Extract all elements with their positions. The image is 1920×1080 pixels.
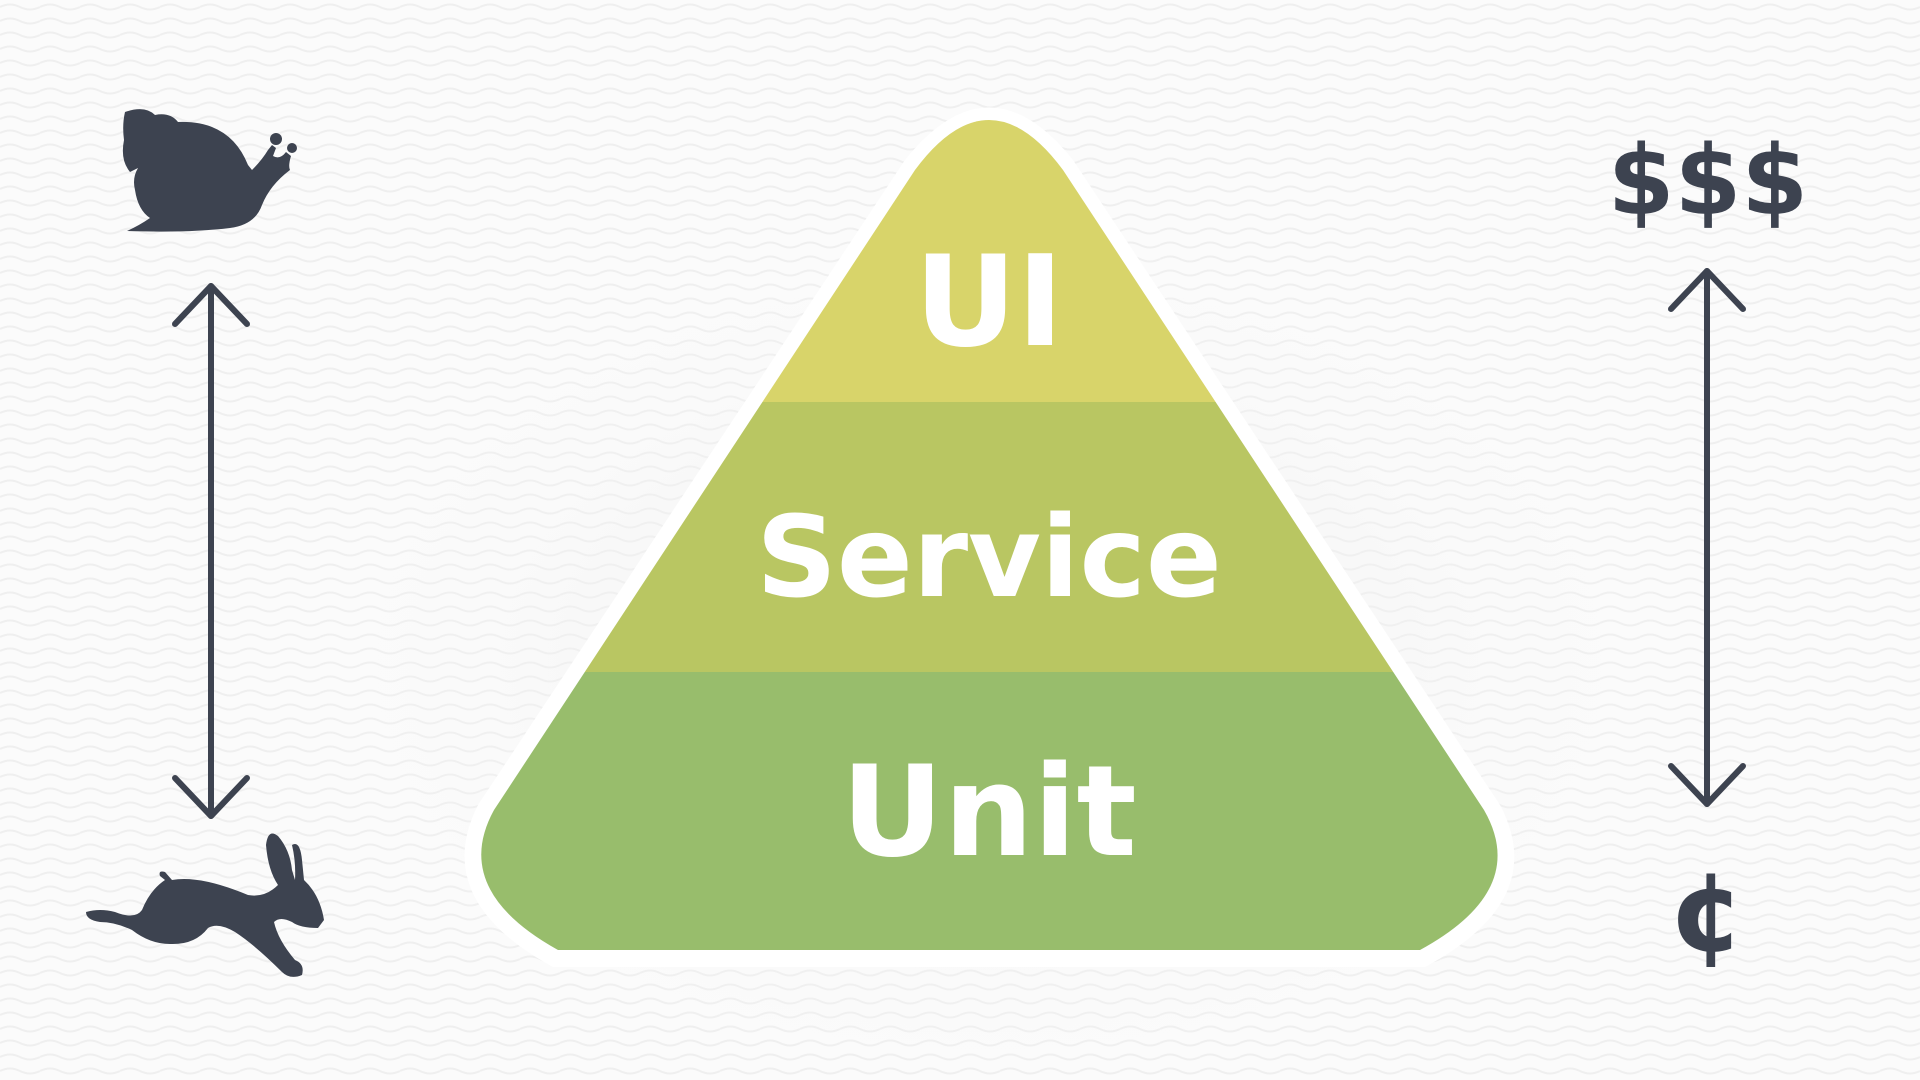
- snail-icon: [122, 109, 297, 232]
- cost-arrow: [1668, 268, 1746, 807]
- cheap-label: ¢: [1669, 848, 1746, 976]
- expensive-label: $$$: [1608, 125, 1808, 237]
- layer-service-label: Service: [756, 493, 1222, 623]
- rabbit-icon: [86, 833, 324, 977]
- speed-arrow: [172, 283, 250, 819]
- layer-unit-label: Unit: [841, 738, 1136, 885]
- layer-ui-label: UI: [914, 228, 1063, 375]
- layer-unit: [481, 672, 1498, 950]
